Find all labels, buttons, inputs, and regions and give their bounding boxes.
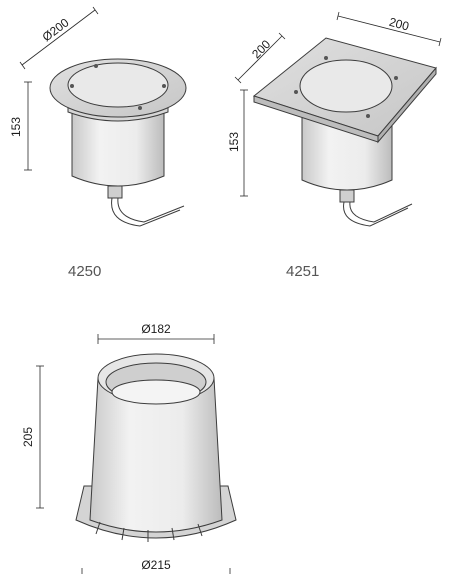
lens: [67, 62, 169, 108]
side-a-dimension-line: [237, 35, 283, 81]
diameter-dimension-line: [21, 9, 96, 66]
screw-icon: [162, 84, 166, 88]
dimension-tick: [438, 37, 442, 47]
screw-icon: [294, 90, 298, 94]
height-label-4251: 153: [227, 132, 241, 152]
dimension-tick: [234, 76, 242, 84]
screw-icon: [94, 64, 98, 68]
flange-rib: [95, 521, 101, 535]
screw-icon: [394, 76, 398, 80]
cable: [349, 201, 413, 223]
height-label-sleeve: 205: [21, 427, 35, 447]
side-a-label-4251: 200: [249, 37, 273, 61]
side-b-dimension-line: [337, 15, 441, 43]
product-code-4250: 4250: [68, 263, 101, 280]
screw-icon: [366, 114, 370, 118]
dimension-tick: [336, 11, 340, 21]
flange-rib: [171, 527, 175, 541]
flange-rib: [197, 523, 203, 537]
dimension-tick: [92, 6, 99, 15]
mounting-sleeve: Ø182 205 Ø215: [21, 322, 237, 574]
dimension-tick: [278, 32, 286, 40]
cable: [343, 201, 409, 227]
dimension-tick: [19, 61, 26, 70]
product-code-4251: 4251: [286, 263, 319, 280]
sleeve-inner: [111, 379, 201, 405]
cable-gland: [107, 185, 123, 199]
base-diameter-label: Ø215: [141, 558, 171, 572]
cable: [117, 197, 185, 223]
screw-icon: [138, 106, 142, 110]
housing-body: [71, 107, 165, 187]
plate-edge: [377, 66, 437, 144]
cable-gland: [339, 189, 355, 203]
flange-rib: [121, 527, 125, 541]
screw-icon: [324, 56, 328, 60]
cable: [111, 197, 181, 227]
luminaire-4250: Ø200 153 4250: [9, 6, 187, 280]
side-b-label-4251: 200: [388, 15, 411, 34]
luminaire-4251: 200 200 153 4251: [227, 11, 442, 280]
height-label-4250: 153: [9, 117, 23, 137]
lens: [299, 59, 393, 113]
top-diameter-label: Ø182: [141, 322, 171, 336]
screw-icon: [70, 84, 74, 88]
